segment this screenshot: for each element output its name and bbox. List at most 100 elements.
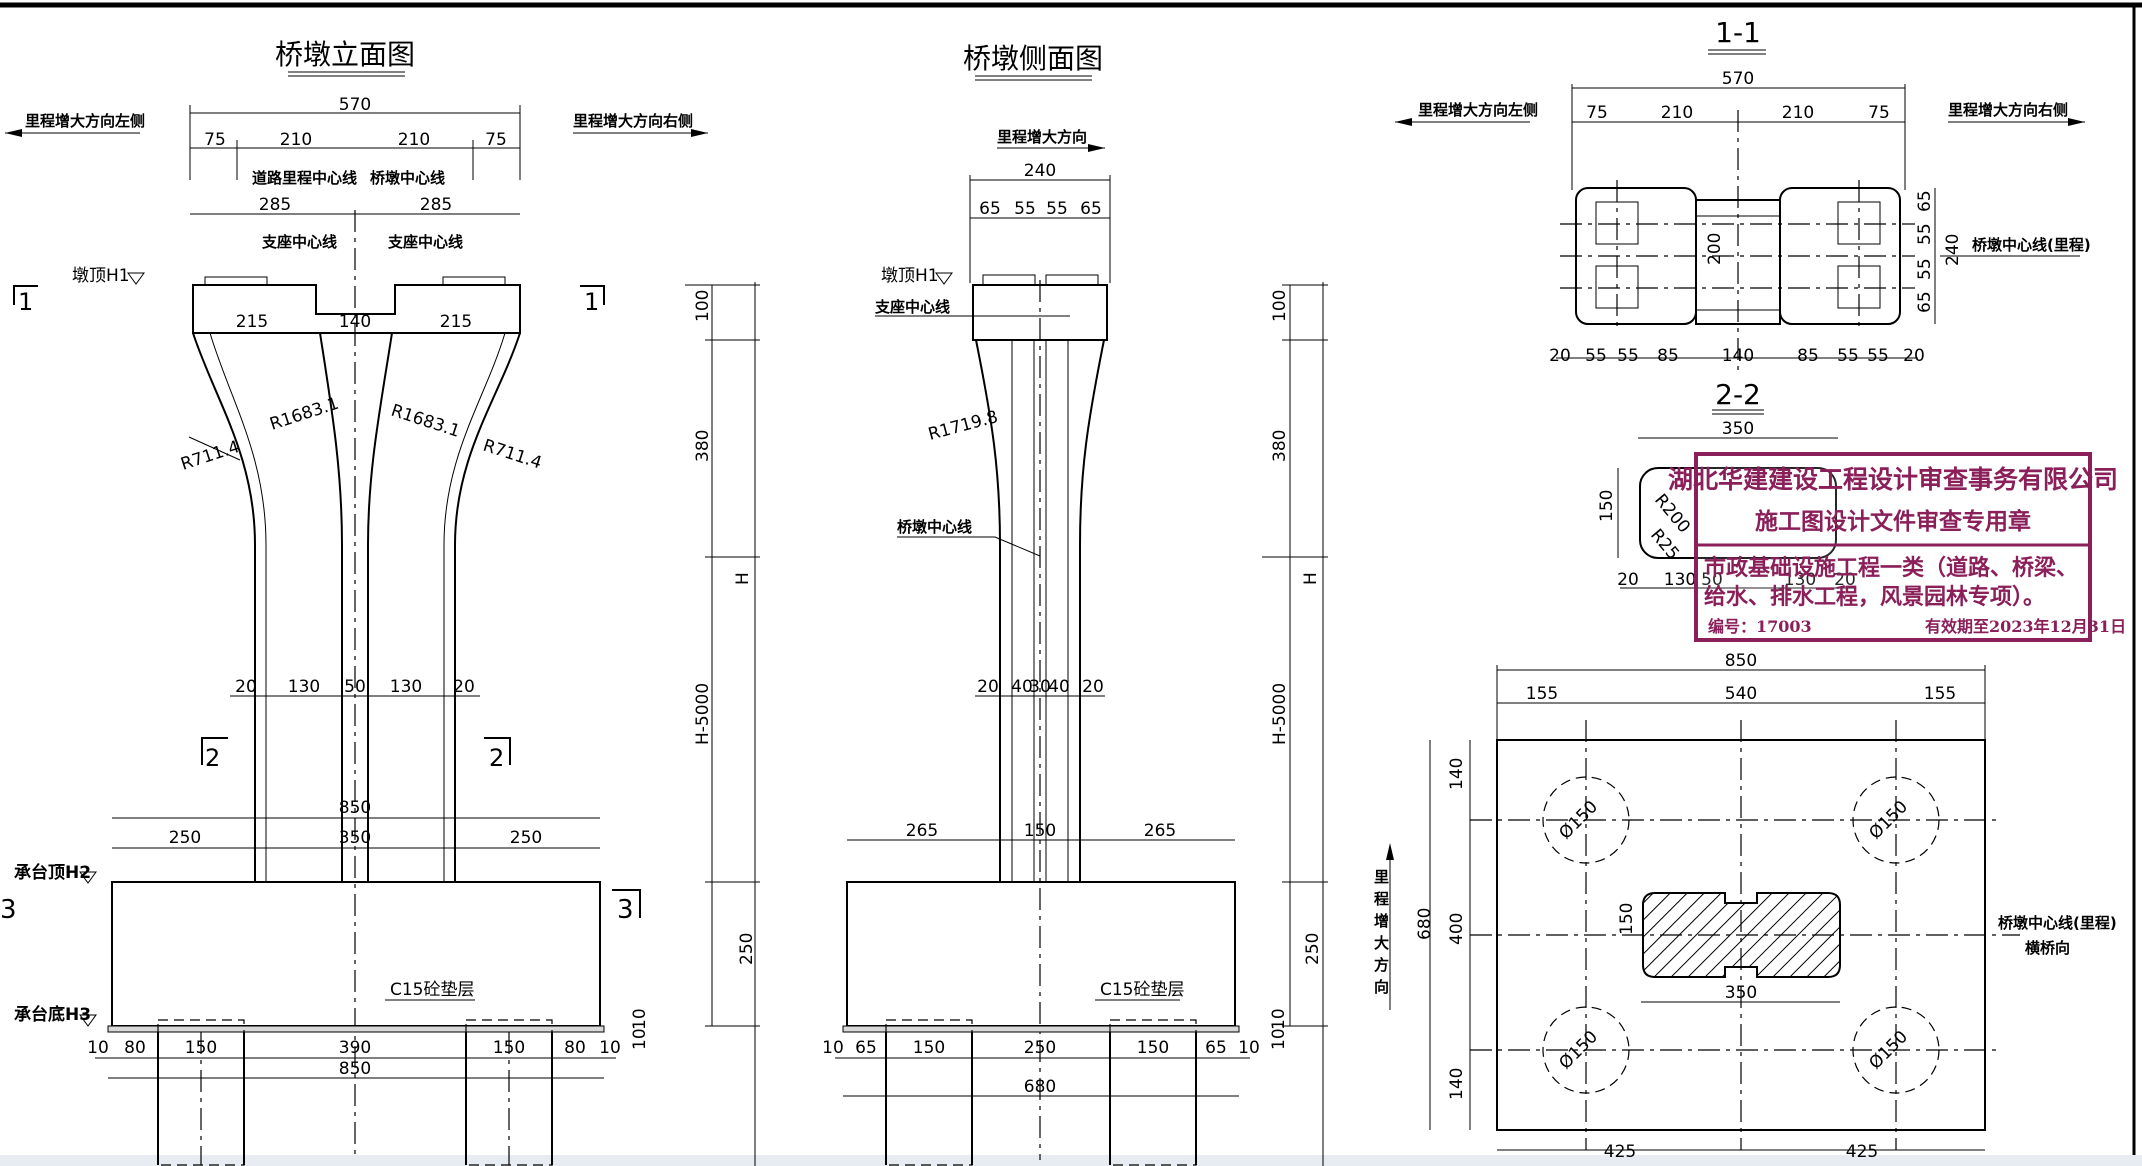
plan-dim-in350: 350 — [1725, 983, 1757, 1003]
dim-20a: 20 — [235, 677, 257, 697]
plan-pier-centerline: 桥墩中心线(里程) — [1998, 914, 2117, 932]
sec11-dim-b85a: 85 — [1657, 346, 1679, 366]
section-1-right-mark — [580, 285, 605, 305]
pile-1 — [1542, 776, 1630, 864]
plan-transverse: 横桥向 — [2025, 939, 2070, 957]
section-1-left-mark — [13, 285, 38, 305]
left-direction-arrow-icon — [5, 129, 22, 137]
sec11-dim-r65a: 65 — [1915, 190, 1935, 212]
dim-base-850: 850 — [339, 1059, 371, 1079]
side-dim-base680: 680 — [1024, 1077, 1056, 1097]
side-c15-label: C15砼垫层 — [1100, 980, 1185, 1000]
plan-dim-140a: 140 — [1447, 758, 1467, 790]
sec11-dim-75a: 75 — [1586, 103, 1608, 123]
sec11-cap-middle — [1695, 199, 1781, 325]
sec11-dim-b140: 140 — [1722, 346, 1754, 366]
dim-75b: 75 — [485, 130, 507, 150]
sec11-dim-b55d: 55 — [1867, 346, 1889, 366]
side-dim-c265a: 265 — [906, 821, 938, 841]
sec11-dim-b20a: 20 — [1549, 346, 1571, 366]
sec11-dim-b55a: 55 — [1585, 346, 1607, 366]
column-right-outer — [454, 332, 521, 882]
radius-leader — [188, 436, 241, 461]
dim-570: 570 — [339, 95, 371, 115]
dim-c350: 350 — [339, 828, 371, 848]
cap-bot-h3-label: 承台底H3 — [14, 1004, 91, 1025]
column-left-inner — [319, 332, 343, 882]
stamp-scope-2: 给水、排水工程，风景园林专项）。 — [1704, 584, 2045, 610]
side-dim-55b: 55 — [1046, 199, 1068, 219]
road-centerline-label: 道路里程中心线 — [252, 169, 357, 187]
dim-130a: 130 — [288, 677, 320, 697]
column-right-outer-2 — [443, 332, 506, 882]
side-elevation-marker-icon — [935, 272, 953, 285]
plan-dim-850-text: 850 — [1725, 651, 1757, 671]
vdim-380: 380 — [693, 430, 713, 462]
vdim-H-5000: H-5000 — [693, 683, 713, 745]
dim-210a: 210 — [280, 130, 312, 150]
side-dim-b250: 250 — [1024, 1038, 1056, 1058]
sec22-dim-b130: 130 — [1664, 570, 1696, 590]
side-dim-65a: 65 — [979, 199, 1001, 219]
top-h1-label: 墩顶H1 — [72, 266, 130, 286]
sec22-title: 2-2 — [1715, 378, 1761, 411]
c15-label-elevation: C15砼垫层 — [390, 980, 475, 1000]
section-1-1: 1-1 里程增大方向左侧 里程增大方向右侧 570 75 210 210 75 … — [1395, 16, 2091, 370]
plan-dim-540: 540 — [1725, 684, 1757, 704]
plan-column-section — [1642, 892, 1841, 978]
dim-b150a: 150 — [185, 1038, 217, 1058]
side-dim-20b: 20 — [1082, 677, 1104, 697]
dim-285a: 285 — [259, 195, 291, 215]
section-1-right: 1 — [584, 288, 599, 316]
side-dim-c265b: 265 — [1144, 821, 1176, 841]
sec11-right-arrow-icon — [2068, 118, 2085, 126]
side-dim-b10b: 10 — [1238, 1038, 1260, 1058]
dim-285b: 285 — [420, 195, 452, 215]
dim-c250a: 250 — [169, 828, 201, 848]
side-vdim-100: 100 — [1270, 290, 1290, 322]
side-view: 桥墩侧面图 里程增大方向 240 65 55 55 65 墩顶H1 支座中心线 … — [822, 42, 1328, 1166]
side-pier-centerline-leader — [897, 536, 1041, 557]
plan-dim-425a: 425 — [1604, 1142, 1636, 1162]
plan-dim-in150: 150 — [1617, 903, 1637, 935]
sec11-left-direction: 里程增大方向左侧 — [1418, 101, 1538, 119]
sec11-pier-centerline: 桥墩中心线(里程) — [1972, 236, 2091, 254]
elevation-marker-icon — [127, 272, 145, 285]
pier-centerline-label: 桥墩中心线 — [370, 169, 445, 187]
dim-v10a: 10 — [630, 1008, 650, 1030]
dim-b80a: 80 — [124, 1038, 146, 1058]
sec11-title: 1-1 — [1715, 16, 1761, 49]
plan-dim-155a: 155 — [1526, 684, 1558, 704]
side-c15-pad — [842, 1025, 1240, 1033]
sec22-dim-150: 150 — [1597, 490, 1617, 522]
stamp-company: 湖北华建建设工程设计审查事务有限公司 — [1668, 465, 2118, 494]
plan-direction-arrow-icon — [1386, 843, 1394, 860]
sec22-dim-b20b: 20 — [1834, 570, 1856, 590]
review-stamp: 湖北华建建设工程设计审查事务有限公司 施工图设计文件审查专用章 市政基础设施工程… — [1668, 452, 2126, 642]
dim-cap-850: 850 — [339, 798, 371, 818]
column-left-outer-2 — [209, 332, 267, 882]
side-bearing-centerline: 支座中心线 — [874, 298, 950, 316]
dim-75a: 75 — [204, 130, 226, 150]
side-dim-240-text: 240 — [1024, 161, 1056, 181]
sec11-dim-b55c: 55 — [1837, 346, 1859, 366]
sec11-right-direction: 里程增大方向右侧 — [1948, 101, 2068, 119]
column-right-inner — [367, 332, 393, 882]
section-2-right-mark — [484, 737, 511, 765]
sec11-dim-r55b: 55 — [1915, 258, 1935, 280]
sec22-dim-350: 350 — [1722, 419, 1754, 439]
dim-b390: 390 — [339, 1038, 371, 1058]
side-dim-30: 30 — [1029, 677, 1051, 697]
side-dim-b65a: 65 — [855, 1038, 877, 1058]
side-vdim-380: 380 — [1270, 430, 1290, 462]
sec11-dim-b55b: 55 — [1617, 346, 1639, 366]
section-1-left: 1 — [18, 288, 33, 316]
sec22-section — [1639, 467, 1837, 559]
elevation-right-direction: 里程增大方向右侧 — [573, 112, 693, 130]
side-dim-65b: 65 — [1080, 199, 1102, 219]
side-direction: 里程增大方向 — [997, 128, 1087, 146]
dim-215a: 215 — [236, 312, 268, 332]
right-direction-arrow-icon — [691, 129, 708, 137]
sec11-dim-200: 200 — [1705, 233, 1725, 265]
stamp-number: 编号：17003 — [1708, 617, 1812, 636]
